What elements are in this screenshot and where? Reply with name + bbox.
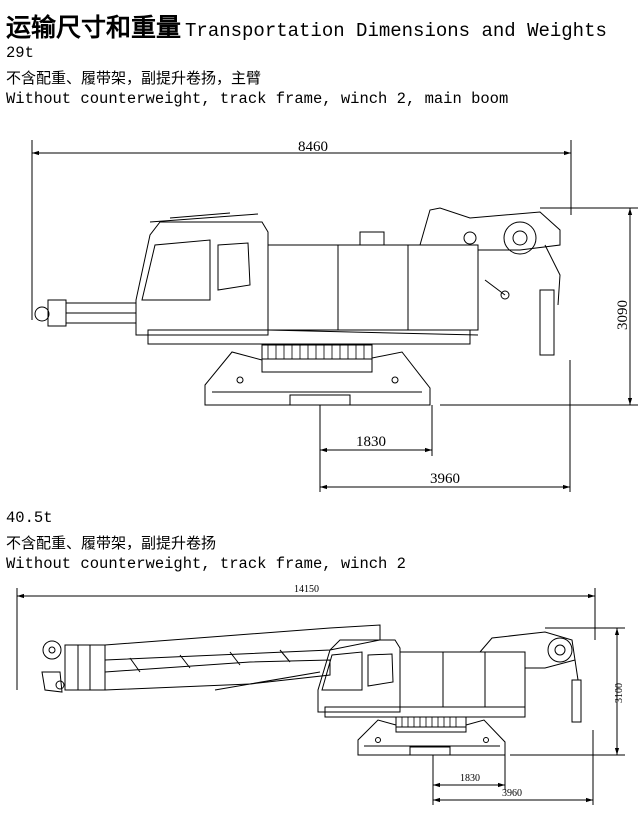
boom-2: [104, 624, 381, 691]
length-dimension-1: [31, 140, 572, 320]
title-english: Transportation Dimensions and Weights: [185, 20, 607, 42]
length-dimension-2: [16, 588, 596, 690]
height-dimension-1: [440, 207, 638, 406]
config2-description-zh: 不含配重、履带架，副提升卷扬: [6, 534, 217, 552]
cab-1: [135, 212, 269, 336]
slewing-ring-2: [395, 716, 467, 728]
cab-2: [317, 639, 401, 713]
track-width-dimensions-2: [432, 730, 594, 805]
config1-weight: 29t: [6, 44, 34, 62]
rear-winch-1: [419, 207, 561, 356]
config2-description-en: Without counterweight, track frame, winc…: [6, 555, 406, 573]
inner-width-label-2: 1830: [460, 773, 480, 784]
track-width-dimensions-1: [319, 360, 571, 492]
length-label-2: 14150: [294, 584, 319, 595]
height-label-2: 3100: [614, 683, 625, 703]
machinery-housing-1: [147, 231, 479, 345]
config1-description-en: Without counterweight, track frame, winc…: [6, 90, 509, 108]
boom-head-2: [41, 640, 106, 693]
outer-width-label-2: 3960: [502, 788, 522, 799]
carbody-1: [204, 351, 431, 406]
carbody-2: [357, 719, 506, 756]
config1-description-zh: 不含配重、履带架，副提升卷扬，主臂: [6, 69, 262, 87]
outer-width-label-1: 3960: [430, 471, 460, 487]
front-boom-section-1: [34, 299, 137, 327]
rear-winch-2: [479, 631, 582, 723]
inner-width-label-1: 1830: [356, 434, 386, 450]
slewing-ring-1: [261, 344, 373, 360]
height-dimension-2: [510, 627, 625, 756]
drawing-2: [16, 588, 625, 805]
config2-weight: 40.5t: [6, 509, 53, 527]
height-label-1: 3090: [615, 300, 631, 330]
length-label-1: 8460: [298, 139, 328, 155]
title-chinese: 运输尺寸和重量: [6, 13, 182, 42]
drawing-1: [31, 140, 638, 492]
machinery-housing-2: [324, 651, 526, 718]
